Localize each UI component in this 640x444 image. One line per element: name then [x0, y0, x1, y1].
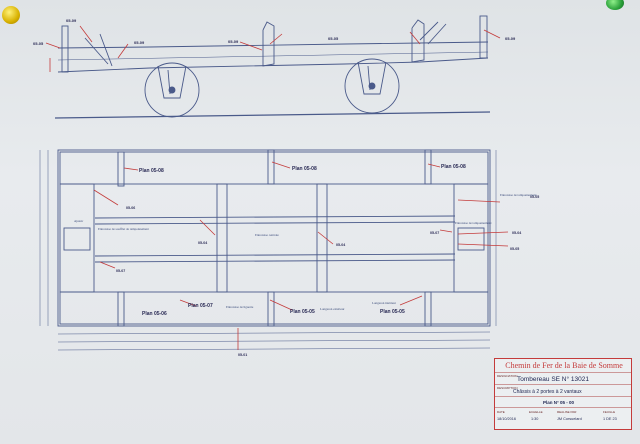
description-value: Châssis à 2 portes à 2 vantaux: [513, 389, 582, 395]
plan-label: Plan 05-06: [142, 311, 167, 317]
plan-view: [39, 149, 509, 351]
side-ref-label: 05-05: [328, 36, 339, 41]
plan-label: Plan 05-05: [380, 309, 405, 315]
annotation: Entretoise centrale: [255, 233, 279, 237]
pushpin-yellow: [2, 6, 20, 24]
description-row: DESCRIPTION Châssis à 2 portes à 2 vanta…: [495, 384, 631, 396]
ref-label: 05-06: [126, 206, 135, 210]
ref-label: 05-05: [530, 195, 539, 199]
designation-caption: DESIGNATION: [497, 374, 518, 378]
annotation: Entretoise de tamponnement: [500, 193, 537, 197]
ref-label: 05-01: [238, 353, 247, 357]
side-view-labels: 05-05 05-09 05-09 05-09 05-05 05-09: [33, 18, 516, 46]
buffer-beam-right: [453, 183, 489, 293]
plan-label: Plan 05-08: [292, 166, 317, 172]
title-block: Chemin de Fer de la Baie de Somme DESIGN…: [494, 358, 632, 430]
wheel-left: [144, 62, 200, 118]
side-standard-left: [262, 21, 275, 67]
annotation: Longeron intérieur: [372, 301, 397, 305]
side-ref-label: 05-09: [66, 18, 77, 23]
side-standard-right: [411, 19, 425, 63]
cross-member: [216, 183, 228, 293]
side-end-post-left: [61, 25, 69, 73]
ref-label: 05-05: [510, 247, 519, 251]
date-caption: DATE: [497, 410, 505, 414]
ref-label: 05-07: [430, 231, 439, 235]
author-caption: REALISE PAR: [557, 410, 577, 414]
author-value: JM Corsuelard: [557, 417, 582, 421]
cross-member: [316, 183, 328, 293]
buffer-beam-left: [59, 183, 95, 293]
wheel-right: [344, 58, 400, 114]
rail-line: [54, 111, 491, 119]
designation-row: DESIGNATION Tombereau SE N° 13021: [495, 372, 631, 384]
annotation: Longeron extérieur: [320, 307, 345, 311]
scale-caption: ECHELLE: [529, 410, 543, 414]
side-end-post-right: [479, 15, 488, 59]
plan-number-row: Plan N° 05 - 00: [495, 396, 631, 407]
plan-view-labels: Plan 05-08 Plan 05-08 Plan 05-08 Plan 05…: [74, 164, 539, 357]
ref-label: 05-07: [116, 269, 125, 273]
plan-label: Plan 05-05: [290, 309, 315, 315]
plan-number: Plan N° 05 - 00: [543, 400, 575, 405]
side-ref-label: 05-09: [228, 39, 239, 44]
annotation: Ajutoir: [74, 219, 84, 223]
side-view: [45, 15, 501, 119]
designation-value: Tombereau SE N° 13021: [517, 376, 589, 383]
pushpin-green: [606, 0, 624, 10]
sheet-caption: FEUILLE: [603, 410, 616, 414]
plan-label: Plan 05-08: [441, 164, 466, 170]
side-ref-label: 05-09: [134, 40, 145, 45]
date-value: 18/10/2016: [497, 417, 517, 421]
description-caption: DESCRIPTION: [497, 386, 518, 390]
scale-value: 1:30: [531, 417, 539, 421]
ref-label: 05-04: [198, 241, 207, 245]
side-ref-label: 05-09: [505, 36, 516, 41]
side-ref-label: 05-05: [33, 41, 44, 46]
annotation: Entretoise de liguerie: [226, 305, 254, 309]
annotation: Entretoise de tamponnement: [455, 221, 492, 225]
info-row: DATE 18/10/2016 ECHELLE 1:30 REALISE PAR…: [495, 407, 631, 429]
annotation: Entretoise de soufflet de tamponnement: [98, 227, 149, 231]
plan-label: Plan 05-08: [139, 168, 164, 174]
ref-label: 05-04: [512, 231, 521, 235]
company-name: Chemin de Fer de la Baie de Somme: [505, 361, 623, 370]
sheet-value: 1 DE 23: [603, 417, 617, 421]
plan-label: Plan 05-07: [188, 303, 213, 309]
ref-label: 05-04: [336, 243, 345, 247]
